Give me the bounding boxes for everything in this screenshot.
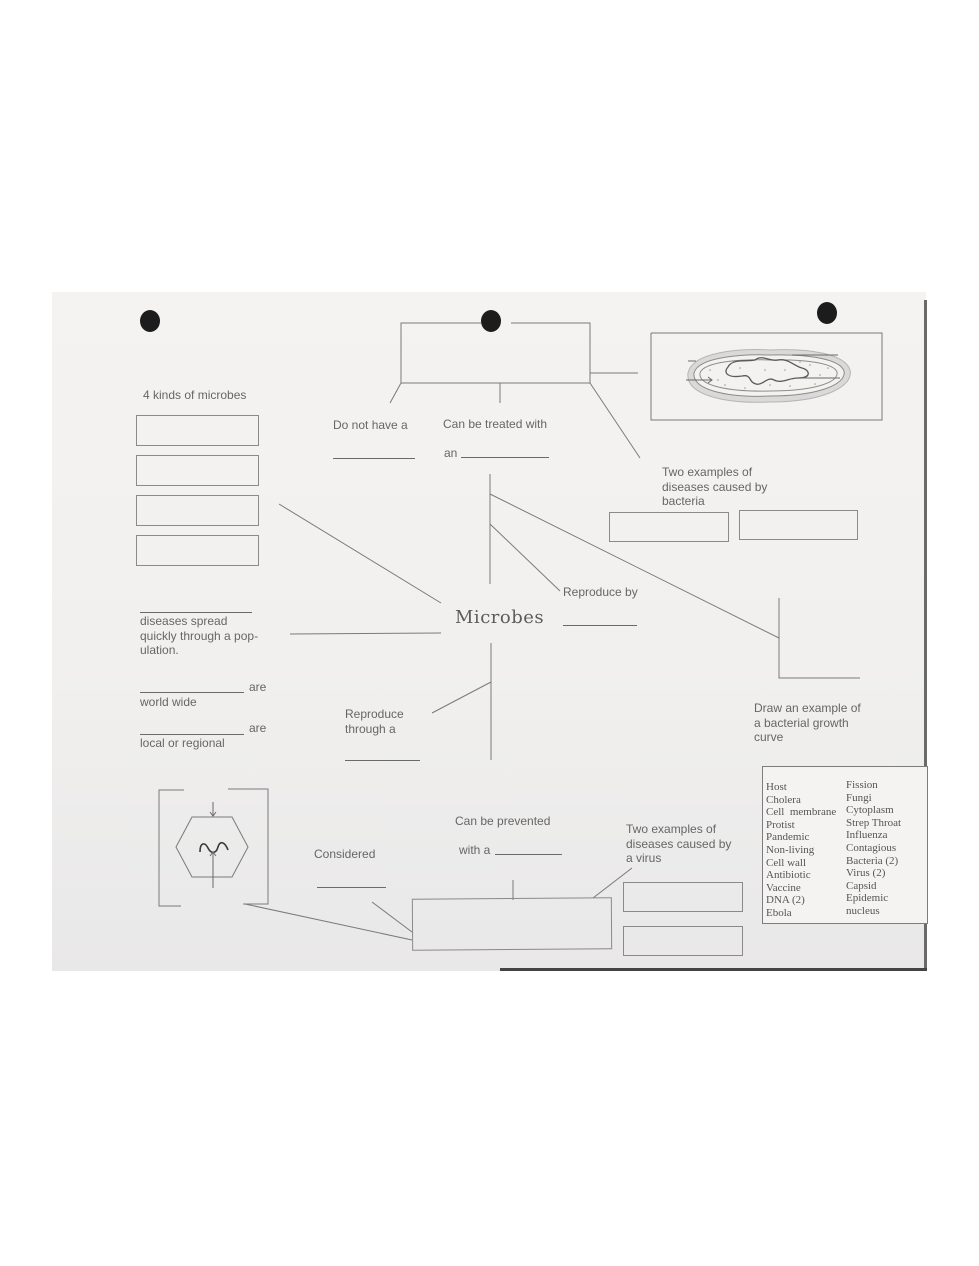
local-are: are [249, 721, 267, 735]
considered-blank[interactable] [317, 887, 386, 888]
word-bank-item: Host [766, 781, 787, 793]
considered-label: Considered [314, 847, 376, 861]
word-bank-item: Protist [766, 818, 795, 831]
word-bank-item: Pandemic [766, 831, 810, 844]
virus-diagram-icon [175, 802, 249, 888]
word-bank-item: Ebola [766, 906, 792, 919]
microbe-kind-answer-box-3[interactable] [136, 495, 259, 526]
prevented-prefix: with a [459, 843, 491, 857]
local-blank[interactable] [140, 734, 244, 735]
punch-hole-icon [481, 310, 501, 332]
word-bank-item: nucleus [846, 904, 880, 917]
four-kinds-heading: 4 kinds of microbes [143, 388, 247, 402]
paper-shadow-edge-bottom [500, 968, 927, 971]
word-bank-item: Capsid [846, 879, 877, 892]
worldwide-blank[interactable] [140, 692, 244, 693]
disease-spread-label: diseases spread quickly through a pop- u… [140, 614, 259, 657]
word-bank: Host Cholera Cell membrane Protist Pande… [762, 766, 928, 924]
word-bank-item: Virus (2) [846, 867, 886, 880]
treated-with-blank[interactable] [461, 457, 549, 458]
word-bank-item: Non-living [766, 843, 815, 856]
microbes-type-answer-box[interactable] [402, 324, 589, 382]
word-bank-item: Cytoplasm [846, 804, 894, 817]
do-not-have-label: Do not have a [333, 418, 408, 432]
reproduce-by-label: Reproduce by [563, 585, 638, 599]
microbe-kind-answer-box-1[interactable] [136, 415, 259, 446]
word-bank-item: Influenza [846, 829, 888, 842]
do-not-have-blank[interactable] [333, 458, 415, 459]
virus-disease-answer-box-2[interactable] [623, 926, 743, 956]
treated-with-label: Can be treated with [443, 417, 548, 431]
prevented-blank[interactable] [495, 854, 562, 855]
punch-hole-icon [817, 302, 837, 324]
worldwide-are: are [249, 680, 267, 694]
bacteria-diseases-label: Two examples of diseases caused by bacte… [662, 465, 768, 508]
reproduce-through-label: Reproduce through a [345, 707, 404, 736]
word-bank-column-2: Fission Fungi Cytoplasm Strep Throat Inf… [846, 779, 901, 923]
virus-answer-box[interactable] [411, 897, 613, 951]
virus-diseases-label: Two examples of diseases caused by a vir… [626, 822, 732, 865]
word-bank-item: Bacteria (2) [846, 854, 899, 867]
paper-shadow-edge [924, 300, 927, 971]
microbe-kind-answer-box-2[interactable] [136, 455, 259, 486]
word-bank-item: Contagious [846, 841, 897, 854]
virus-disease-answer-box-1[interactable] [623, 882, 743, 912]
bacteria-disease-answer-box-1[interactable] [609, 512, 729, 542]
reproduce-through-blank[interactable] [345, 760, 420, 761]
word-bank-item: Fission [846, 779, 878, 791]
worldwide-label: world wide [140, 695, 197, 709]
bacterium-diagram-icon [686, 349, 851, 403]
disease-spread-blank[interactable] [140, 612, 252, 613]
word-bank-item: DNA (2) [766, 894, 805, 907]
microbe-kind-answer-box-4[interactable] [136, 535, 259, 566]
bacteria-disease-answer-box-2[interactable] [739, 510, 858, 540]
word-bank-column-1: Host Cholera Cell membrane Protist Pande… [766, 781, 846, 923]
prevented-label: Can be prevented [455, 814, 551, 828]
word-bank-item: Vaccine [766, 881, 801, 894]
word-bank-item: Strep Throat [846, 816, 902, 829]
word-bank-item: Cell wall [766, 856, 807, 869]
treated-with-prefix: an [444, 446, 458, 460]
word-bank-item: Cholera [766, 793, 801, 806]
word-bank-item: Fungi [846, 791, 872, 804]
word-bank-item: Epidemic [846, 892, 889, 905]
word-bank-item: Antibiotic [766, 869, 811, 882]
growth-curve-label: Draw an example of a bacterial growth cu… [754, 701, 861, 744]
punch-hole-icon [140, 310, 160, 332]
word-bank-item: Cell membrane [766, 806, 837, 819]
reproduce-by-blank[interactable] [563, 625, 637, 626]
local-label: local or regional [140, 736, 225, 750]
growth-curve-drawing-area[interactable] [781, 598, 859, 677]
center-title-microbes: Microbes [455, 607, 545, 628]
